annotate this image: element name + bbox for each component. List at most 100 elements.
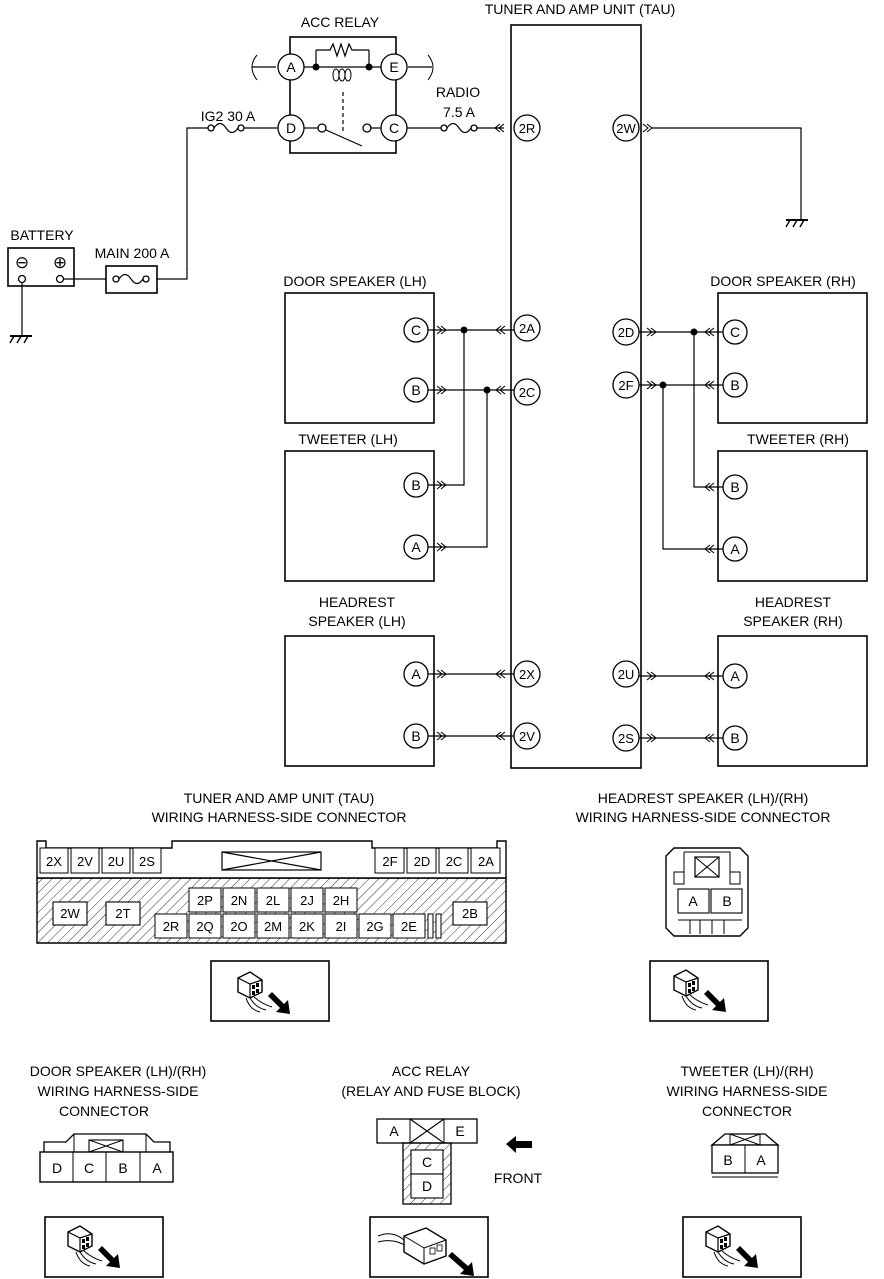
door-rh-pin-c: C — [730, 324, 740, 340]
relay-switch — [325, 129, 363, 147]
svg-text:2C: 2C — [519, 385, 536, 400]
tau-connector-title-2: WIRING HARNESS-SIDE CONNECTOR — [152, 809, 407, 825]
ground-symbol — [9, 335, 33, 344]
svg-text:2X: 2X — [519, 667, 535, 682]
svg-text:2R: 2R — [519, 121, 536, 136]
svg-text:A: A — [756, 1152, 766, 1168]
tweeter-connector: B A — [710, 1133, 780, 1178]
tweeter-connector-view-icon-frame — [682, 1216, 802, 1278]
acc-connector-title-2: (RELAY AND FUSE BLOCK) — [341, 1083, 520, 1099]
tau-unit-box — [510, 24, 642, 769]
svg-text:2B: 2B — [462, 906, 478, 921]
svg-text:2N: 2N — [231, 893, 248, 908]
svg-text:A: A — [389, 1123, 399, 1139]
tweeter-lh-pin-a: A — [411, 539, 421, 555]
svg-text:2U: 2U — [618, 667, 635, 682]
ig2-fuse-label: IG2 30 A — [201, 108, 256, 124]
headrest-rh-title-1: HEADREST — [755, 594, 832, 610]
headrest-connector-view-icon-frame — [649, 960, 769, 1022]
headrest-connector-title-1: HEADREST SPEAKER (LH)/(RH) — [598, 790, 809, 806]
door-rh-pin-b: B — [730, 377, 739, 393]
tau-connector-view-icon-frame — [210, 960, 330, 1022]
headrest-lh-pin-b: B — [411, 728, 420, 744]
tweeter-rh-pin-b: B — [730, 479, 739, 495]
svg-text:D: D — [422, 1178, 432, 1194]
door-speaker-rh-title: DOOR SPEAKER (RH) — [710, 273, 855, 289]
relay-coil — [332, 68, 352, 82]
svg-text:2C: 2C — [446, 854, 463, 869]
door-connector-title-2: WIRING HARNESS-SIDE — [37, 1083, 198, 1099]
svg-text:A: A — [688, 893, 698, 909]
svg-text:2Q: 2Q — [196, 919, 213, 934]
svg-text:2F: 2F — [618, 378, 633, 393]
tau-pin-2v: 2V — [513, 722, 541, 750]
svg-text:2D: 2D — [618, 325, 635, 340]
svg-text:2K: 2K — [299, 919, 315, 934]
svg-text:2X: 2X — [46, 854, 62, 869]
tau-connector-title-1: TUNER AND AMP UNIT (TAU) — [184, 790, 375, 806]
svg-text:A: A — [152, 1160, 162, 1176]
svg-text:2E: 2E — [401, 919, 417, 934]
battery-label: BATTERY — [10, 227, 74, 243]
svg-text:2J: 2J — [300, 893, 314, 908]
tau-pin-2w: 2W — [612, 114, 640, 142]
tau-pin-2d: 2D — [612, 318, 640, 346]
ig2-fuse — [213, 122, 239, 134]
tau-pin-2u: 2U — [612, 660, 640, 688]
svg-text:2I: 2I — [336, 919, 347, 934]
battery-minus-symbol: ⊖ — [15, 253, 29, 272]
radio-fuse — [446, 122, 472, 134]
svg-text:2L: 2L — [266, 893, 280, 908]
radio-fuse-label: 7.5 A — [443, 104, 476, 120]
main-fuse-label: MAIN 200 A — [95, 245, 170, 261]
tau-pin-2c: 2C — [513, 378, 541, 406]
svg-text:B: B — [118, 1160, 127, 1176]
front-arrow-icon — [506, 1136, 532, 1153]
tweeter-connector-title-1: TWEETER (LH)/(RH) — [681, 1063, 814, 1079]
door-lh-pin-c: C — [411, 322, 421, 338]
tweeter-connector-title-2: WIRING HARNESS-SIDE — [666, 1083, 827, 1099]
svg-text:D: D — [52, 1160, 62, 1176]
acc-relay-box — [289, 36, 397, 154]
tweeter-lh-title: TWEETER (LH) — [298, 431, 398, 447]
svg-text:2S: 2S — [139, 854, 155, 869]
headrest-lh-title-2: SPEAKER (LH) — [308, 613, 405, 629]
acc-relay-title: ACC RELAY — [301, 14, 380, 30]
tweeter-lh-pin-b: B — [411, 477, 420, 493]
door-connector-title-3: CONNECTOR — [59, 1103, 149, 1119]
svg-text:2T: 2T — [115, 906, 130, 921]
connector-plug-icon — [673, 969, 727, 1013]
tweeter-rh-pin-a: A — [730, 541, 740, 557]
tweeter-lh-box — [284, 450, 435, 582]
svg-text:2R: 2R — [163, 919, 180, 934]
svg-text:2A: 2A — [519, 321, 535, 336]
svg-text:A: A — [286, 59, 296, 75]
battery-plus-symbol: ⊕ — [53, 253, 67, 272]
tweeter-rh-title: TWEETER (RH) — [747, 431, 849, 447]
door-connector-view-icon-frame — [44, 1216, 164, 1278]
headrest-rh-pin-a: A — [730, 668, 740, 684]
svg-text:2D: 2D — [414, 854, 431, 869]
door-connector: D C B A — [39, 1133, 174, 1183]
svg-text:2V: 2V — [77, 854, 93, 869]
headrest-lh-title-1: HEADREST — [319, 594, 396, 610]
acc-relay-connector: A E C D — [376, 1118, 478, 1205]
svg-text:B: B — [722, 893, 731, 909]
acc-connector-view-icon-frame — [369, 1216, 489, 1278]
headrest-lh-pin-a: A — [411, 666, 421, 682]
tau-title: TUNER AND AMP UNIT (TAU) — [485, 1, 676, 17]
svg-text:C: C — [84, 1160, 94, 1176]
svg-text:2H: 2H — [333, 893, 350, 908]
svg-text:2O: 2O — [230, 919, 247, 934]
tau-pin-2f: 2F — [612, 371, 640, 399]
svg-text:2V: 2V — [519, 729, 535, 744]
headrest-lh-box — [284, 635, 435, 767]
svg-text:2P: 2P — [197, 893, 213, 908]
headrest-rh-title-2: SPEAKER (RH) — [743, 613, 843, 629]
svg-text:E: E — [455, 1123, 464, 1139]
svg-text:D: D — [286, 120, 296, 136]
headrest-connector: A B — [665, 847, 749, 937]
svg-text:2S: 2S — [618, 731, 634, 746]
svg-text:2W: 2W — [616, 121, 636, 136]
